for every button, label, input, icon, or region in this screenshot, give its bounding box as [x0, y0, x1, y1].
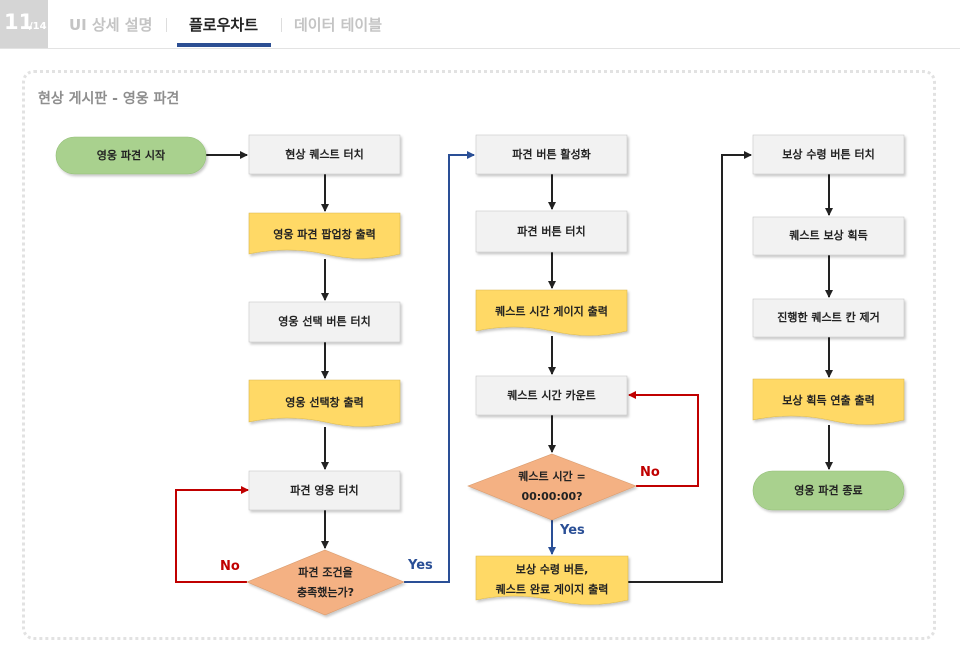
node-m4-label: 퀘스트 시간 카운트 — [507, 388, 596, 402]
edge-label-d2-no: No — [640, 465, 660, 480]
node-n3-label: 영웅 선택 버튼 터치 — [278, 315, 371, 328]
node-start-shape — [55, 136, 207, 175]
node-n4-shape — [248, 379, 401, 427]
edge-d1-n5-no — [175, 486, 249, 583]
node-m4-shape — [475, 375, 628, 416]
page-total: /14 — [29, 21, 47, 32]
node-n3-shape — [248, 301, 401, 343]
edge-d1-m1-yes — [404, 151, 475, 583]
tab-divider — [166, 18, 167, 32]
node-n5-shape — [248, 470, 401, 511]
tab-ui-detail[interactable]: UI 상세 설명 — [69, 16, 153, 34]
node-end-label: 영웅 파견 종료 — [794, 483, 863, 497]
node-n1-label: 현상 퀘스트 터치 — [285, 147, 364, 161]
node-m1-label: 파견 버튼 활성화 — [512, 147, 591, 161]
edge-m5-r1 — [628, 151, 752, 583]
section-title: 현상 게시판 - 영웅 파견 — [38, 91, 180, 107]
node-r1-shape — [752, 134, 905, 175]
edge-d2-m4-no — [628, 391, 699, 487]
page-indicator: 11 /14 — [0, 0, 48, 48]
node-d1-shape — [246, 549, 405, 616]
edge-label-d1-yes: Yes — [408, 558, 433, 573]
tab-data-table[interactable]: 데이터 테이블 — [294, 16, 383, 34]
edge-label-d2-yes: Yes — [560, 523, 585, 538]
node-m3-shape — [475, 289, 628, 336]
node-n2-label: 영웅 파견 팝업창 출력 — [273, 228, 376, 241]
tab-bar: 11 /14 UI 상세 설명 플로우차트 데이터 테이블 — [0, 0, 960, 49]
active-tab-indicator — [177, 43, 271, 47]
node-r2-label: 퀘스트 보상 획득 — [789, 229, 868, 242]
node-d1-label: 파견 조건을 충족했는가? — [297, 565, 354, 599]
node-m5-shape — [475, 555, 629, 605]
tab-flowchart[interactable]: 플로우차트 — [189, 16, 259, 34]
node-r4-shape — [752, 378, 905, 425]
tab-divider — [281, 18, 282, 32]
node-n5-label: 파견 영웅 터치 — [290, 483, 359, 497]
node-r4-label: 보상 획득 연출 출력 — [782, 394, 875, 407]
node-n4-label: 영웅 선택창 출력 — [285, 395, 364, 409]
node-m5-label: 보상 수령 버튼, 퀘스트 완료 게이지 출력 — [495, 563, 609, 596]
node-n1-shape — [248, 134, 401, 175]
node-r3-shape — [752, 298, 905, 338]
edge-label-d1-no: No — [220, 559, 240, 574]
node-d2-label: 퀘스트 시간 = 00:00:00? — [518, 470, 586, 503]
node-r2-shape — [752, 216, 905, 256]
node-start-label: 영웅 파견 시작 — [96, 148, 166, 162]
node-m1-shape — [475, 134, 628, 175]
node-m2-label: 파견 버튼 터치 — [517, 224, 586, 238]
node-m2-shape — [475, 210, 628, 253]
node-d2-shape — [467, 453, 637, 521]
node-r1-label: 보상 수령 버튼 터치 — [782, 147, 875, 161]
node-m3-label: 퀘스트 시간 게이지 출력 — [495, 305, 608, 318]
node-r3-label: 진행한 퀘스트 칸 제거 — [777, 311, 880, 324]
page-current: 11 — [4, 10, 34, 34]
node-end-shape — [752, 470, 905, 511]
content-frame — [22, 70, 936, 640]
node-n2-shape — [248, 212, 401, 259]
